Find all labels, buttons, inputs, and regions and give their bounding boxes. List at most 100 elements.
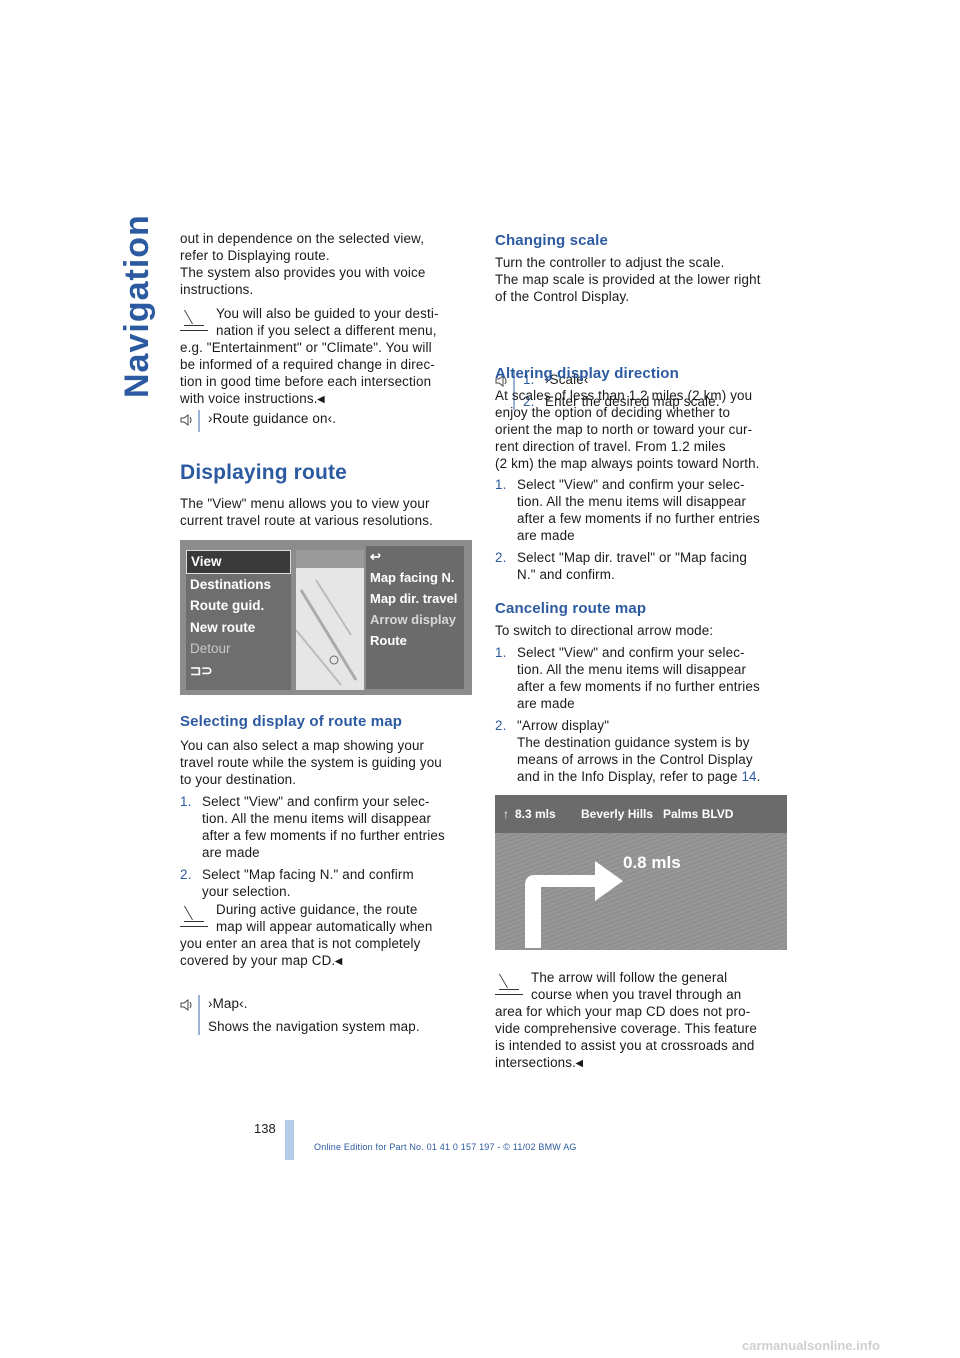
step-2: 2. Select "Map facing N." and confirm yo…: [180, 866, 475, 900]
step1-l3: are made: [202, 845, 260, 860]
note3-l4: is intended to assist you at crossroads …: [495, 1038, 755, 1053]
para2-l0: The "View" menu allows you to view your: [180, 496, 430, 511]
voice2-l1: Shows the navigation system map.: [208, 1019, 420, 1034]
cstep1-l2: after a few moments if no further entrie…: [517, 679, 760, 694]
up-arrow-icon: ↑: [503, 807, 509, 821]
section-tab-label: Navigation: [118, 214, 156, 398]
end-mark: ◂: [317, 391, 325, 406]
city-name: Beverly Hills: [581, 807, 654, 821]
steps-left: 1. Select "View" and confirm your selec-…: [180, 793, 475, 900]
para3-l0: You can also select a map showing your: [180, 738, 425, 753]
menu-item-toggle-icon: ⊐⊃: [190, 662, 213, 678]
note-icon: [495, 973, 525, 999]
para3-l1: travel route while the system is guiding…: [180, 755, 442, 770]
menu-item-map-facing-n: Map facing N.: [370, 570, 455, 585]
voice-command-2: ›Map‹. Shows the navigation system map.: [180, 995, 496, 1035]
dstep2-l0: Select "Map dir. travel" or "Map facing: [517, 550, 747, 565]
step-number: 2.: [495, 718, 507, 733]
menu-item-view: View: [186, 550, 291, 574]
step-number: 1.: [495, 645, 507, 660]
step-1: 1. Select "View" and confirm your selec-…: [180, 793, 475, 861]
note3-l5: intersections.◂: [495, 1055, 583, 1070]
para1-l2: The system also provides you with voice: [180, 265, 426, 280]
distance-big: 0.8 mls: [623, 853, 681, 872]
view-menu-screenshot: View Destinations Route guid. New route …: [180, 540, 472, 695]
dstep1-l0: Select "View" and confirm your selec-: [517, 477, 745, 492]
note3-l1: course when you travel through an: [531, 987, 742, 1002]
scale-l0: Turn the controller to adjust the scale.: [495, 255, 725, 270]
steps-dir: 1. Select "View" and confirm your selec-…: [495, 476, 790, 583]
left-menu: View Destinations Route guid. New route …: [186, 550, 291, 690]
note-1: You will also be guided to your desti- n…: [180, 305, 470, 407]
street-name: Palms BLVD: [663, 807, 734, 821]
step2-l0: Select "Map facing N." and confirm: [202, 867, 414, 882]
note3-l3: vide comprehensive coverage. This featur…: [495, 1021, 757, 1036]
scale-l1: The map scale is provided at the lower r…: [495, 272, 761, 287]
cancel-step-1: 1. Select "View" and confirm your selec-…: [495, 644, 790, 712]
right-menu: ↩ Map facing N. Map dir. travel Arrow di…: [366, 546, 464, 689]
watermark: carmanualsonline.info: [742, 1338, 880, 1353]
note3-l2: area for which your map CD does not pro-: [495, 1004, 751, 1019]
step-number: 1.: [495, 477, 507, 492]
arrow-display-screenshot: ↑ 8.3 mls Beverly Hills Palms BLVD 0.8 m…: [495, 795, 787, 950]
note1-l1: nation if you select a different menu,: [216, 323, 437, 338]
scale-l2: of the Control Display.: [495, 289, 630, 304]
map-preview: [295, 550, 364, 690]
cstep2-l1: The destination guidance system is by: [517, 735, 750, 750]
voice-command-scale: 1.›Scale‹ 2.Enter the desired map scale.: [495, 371, 811, 410]
voice-icon: [180, 414, 192, 426]
voice-command-1: ›Route guidance on‹.: [180, 410, 496, 432]
note1-l0: You will also be guided to your desti-: [216, 306, 439, 321]
dstep1-l1: tion. All the menu items will disappear: [517, 494, 747, 509]
voice-scale-2: 2.Enter the desired map scale.: [523, 394, 720, 409]
menu-item-map-dir-travel: Map dir. travel: [370, 591, 458, 606]
dir-l0: At scales of less than 1.2 miles (2 km) …: [495, 388, 753, 403]
footer-text: Online Edition for Part No. 01 41 0 157 …: [314, 1142, 577, 1152]
menu-item-new-route: New route: [190, 619, 256, 635]
step-number: 2.: [495, 550, 507, 565]
note2-l3: covered by your map CD.◂: [180, 953, 343, 968]
note-icon: [180, 905, 210, 931]
end-mark: ◂: [576, 1055, 583, 1070]
step1-l0: Select "View" and confirm your selec-: [202, 794, 430, 809]
heading-canceling-route: Canceling route map: [495, 600, 647, 617]
para1-l3: instructions.: [180, 282, 254, 297]
para-dir: At scales of less than 1.2 miles (2 km) …: [495, 387, 790, 472]
page-number: 138: [254, 1121, 276, 1136]
voice-icon: [495, 375, 507, 387]
end-mark: ◂: [335, 953, 343, 968]
dir-l2: orient the map to north or toward your c…: [495, 422, 753, 437]
guidance-bar: ↑ 8.3 mls Beverly Hills Palms BLVD: [495, 795, 787, 833]
heading-altering-direction: Altering display direction: [495, 365, 679, 382]
menu-item-route: Route: [370, 633, 407, 648]
turn-arrow-icon: [525, 861, 623, 948]
para2: The "View" menu allows you to view your …: [180, 495, 470, 529]
step-number: 2.: [180, 867, 192, 882]
note1-l4: tion in good time before each intersecti…: [180, 374, 432, 389]
note3-l0: The arrow will follow the general: [531, 970, 728, 985]
note1-l3: be informed of a required change in dire…: [180, 357, 435, 372]
dir-l4: (2 km) the map always points toward Nort…: [495, 456, 760, 471]
distance-top: 8.3 mls: [515, 807, 556, 821]
page-ref-link[interactable]: 14: [741, 769, 757, 784]
dir-l3: rent direction of travel. From 1.2 miles: [495, 439, 726, 454]
para1-l1: refer to Displaying route.: [180, 248, 330, 263]
note-3: The arrow will follow the general course…: [495, 969, 790, 1071]
page-bar: [285, 1120, 294, 1160]
cstep1-l1: tion. All the menu items will disappear: [517, 662, 747, 677]
menu-item-back-icon: ↩: [370, 549, 381, 564]
step1-l2: after a few moments if no further entrie…: [202, 828, 445, 843]
voice-icon: [180, 999, 192, 1011]
note2-l2: you enter an area that is not completely: [180, 936, 421, 951]
menu-item-destinations: Destinations: [190, 576, 272, 592]
step2-l1: your selection.: [202, 884, 291, 899]
cstep2-l0: "Arrow display": [517, 718, 610, 733]
dir-l1: enjoy the option of deciding whether to: [495, 405, 731, 420]
dstep1-l2: after a few moments if no further entrie…: [517, 511, 760, 526]
step1-l1: tion. All the menu items will disappear: [202, 811, 432, 826]
heading-displaying-route: Displaying route: [180, 461, 347, 484]
note2-l0: During active guidance, the route: [216, 902, 418, 917]
menu-item-detour: Detour: [190, 641, 231, 656]
menu-item-arrow-display: Arrow display: [370, 612, 456, 627]
voice1-text: ›Route guidance on‹.: [208, 411, 337, 426]
